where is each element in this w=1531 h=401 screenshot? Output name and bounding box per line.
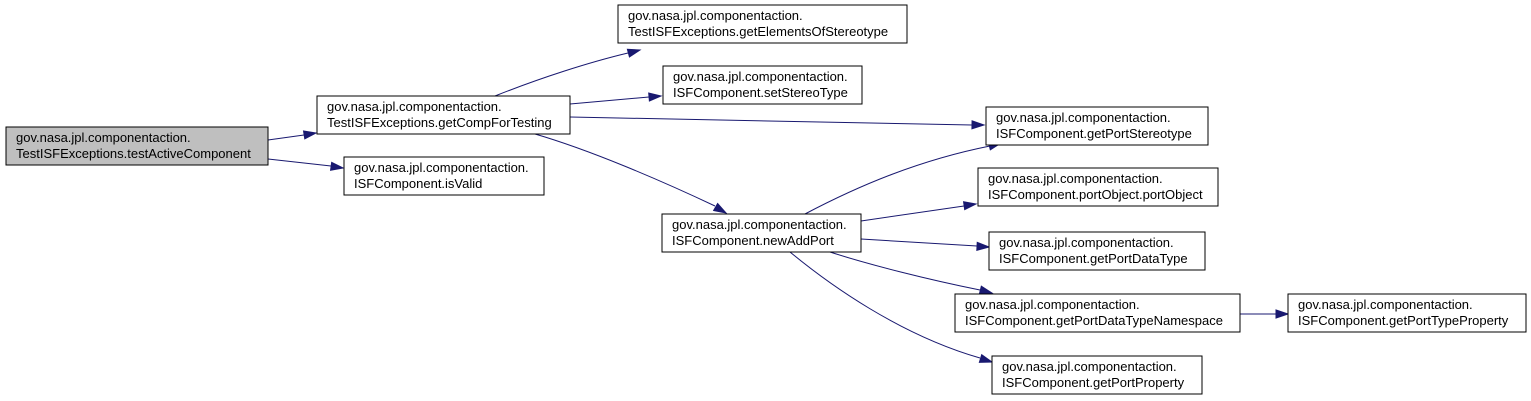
edge-n_root-to-n_isvalid: [267, 158, 345, 171]
edge-line: [829, 251, 981, 291]
node-method-label: ISFComponent.setStereoType: [673, 85, 848, 100]
arrowhead-icon: [648, 92, 663, 102]
node-method-label: ISFComponent.isValid: [354, 176, 482, 191]
node-getportdatatype[interactable]: gov.nasa.jpl.componentaction.ISFComponen…: [988, 231, 1206, 271]
node-box[interactable]: [316, 95, 571, 135]
node-method-label: ISFComponent.getPortDataTypeNamespace: [965, 313, 1223, 328]
node-box[interactable]: [985, 106, 1209, 146]
arrowhead-icon: [962, 201, 978, 211]
edge-line: [569, 96, 650, 105]
node-method-label: ISFComponent.getPortTypeProperty: [1298, 313, 1509, 328]
arrowhead-icon: [978, 285, 994, 295]
edge-n_newaddport-to-n_getportstereo: [804, 141, 1003, 215]
arrowhead-icon: [626, 48, 642, 58]
edge-line: [494, 52, 629, 97]
arrowhead-icon: [971, 120, 986, 130]
node-method-label: ISFComponent.newAddPort: [672, 233, 834, 248]
edge-line: [569, 116, 973, 126]
node-getporttypeprop[interactable]: gov.nasa.jpl.componentaction.ISFComponen…: [1287, 293, 1527, 333]
edge-n_getcomp-to-n_setstereo: [569, 92, 663, 105]
edge-n_getcomp-to-n_newaddport: [534, 133, 728, 214]
arrowhead-icon: [329, 161, 345, 171]
edge-n_getcomp-to-n_getelems: [494, 48, 642, 97]
arrowhead-icon: [1275, 309, 1290, 319]
edge-n_newaddport-to-n_getportdatatype: [860, 238, 991, 252]
edge-n_newaddport-to-n_getportdatans: [829, 251, 994, 295]
node-box[interactable]: [662, 65, 863, 105]
node-setstereo[interactable]: gov.nasa.jpl.componentaction.ISFComponen…: [662, 65, 863, 105]
node-box[interactable]: [617, 4, 908, 44]
edge-n_getportdatans-to-n_getporttypeprop: [1240, 309, 1290, 319]
node-getcomp[interactable]: gov.nasa.jpl.componentaction.TestISFExce…: [316, 95, 571, 135]
node-package-label: gov.nasa.jpl.componentaction.: [673, 69, 848, 84]
node-getportstereo[interactable]: gov.nasa.jpl.componentaction.ISFComponen…: [985, 106, 1209, 146]
node-box[interactable]: [5, 126, 269, 166]
edge-n_newaddport-to-n_portobject: [860, 201, 978, 222]
edge-line: [860, 238, 978, 247]
node-box[interactable]: [977, 167, 1219, 207]
node-newaddport[interactable]: gov.nasa.jpl.componentaction.ISFComponen…: [661, 213, 862, 253]
arrowhead-icon: [978, 353, 994, 363]
node-box[interactable]: [661, 213, 862, 253]
arrowhead-icon: [302, 130, 318, 140]
node-portobject[interactable]: gov.nasa.jpl.componentaction.ISFComponen…: [977, 167, 1219, 207]
node-getportprop[interactable]: gov.nasa.jpl.componentaction.ISFComponen…: [991, 355, 1203, 395]
node-method-label: ISFComponent.getPortDataType: [999, 251, 1188, 266]
node-method-label: ISFComponent.getPortStereotype: [996, 126, 1192, 141]
node-package-label: gov.nasa.jpl.componentaction.: [996, 110, 1171, 125]
node-box[interactable]: [1287, 293, 1527, 333]
node-package-label: gov.nasa.jpl.componentaction.: [965, 297, 1140, 312]
edge-line: [267, 134, 305, 141]
node-getelems[interactable]: gov.nasa.jpl.componentaction.TestISFExce…: [617, 4, 908, 44]
node-box[interactable]: [343, 156, 545, 196]
node-method-label: ISFComponent.portObject.portObject: [988, 187, 1203, 202]
node-package-label: gov.nasa.jpl.componentaction.: [999, 235, 1174, 250]
node-package-label: gov.nasa.jpl.componentaction.: [16, 130, 191, 145]
arrowhead-icon: [712, 202, 728, 214]
node-method-label: TestISFExceptions.getElementsOfStereotyp…: [628, 24, 888, 39]
node-box[interactable]: [988, 231, 1206, 271]
node-package-label: gov.nasa.jpl.componentaction.: [327, 99, 502, 114]
node-method-label: ISFComponent.getPortProperty: [1002, 375, 1185, 390]
node-method-label: TestISFExceptions.testActiveComponent: [16, 146, 251, 161]
node-package-label: gov.nasa.jpl.componentaction.: [672, 217, 847, 232]
arrowhead-icon: [976, 241, 991, 252]
edge-line: [267, 158, 332, 167]
node-package-label: gov.nasa.jpl.componentaction.: [1002, 359, 1177, 374]
node-package-label: gov.nasa.jpl.componentaction.: [628, 8, 803, 23]
node-package-label: gov.nasa.jpl.componentaction.: [1298, 297, 1473, 312]
edge-line: [789, 251, 981, 359]
edge-line: [804, 145, 991, 215]
node-box[interactable]: [991, 355, 1203, 395]
node-getportdatans[interactable]: gov.nasa.jpl.componentaction.ISFComponen…: [954, 293, 1241, 333]
edge-line: [860, 205, 965, 222]
node-box[interactable]: [954, 293, 1241, 333]
edge-n_newaddport-to-n_getportprop: [789, 251, 994, 363]
edge-n_getcomp-to-n_getportstereo: [569, 116, 986, 130]
edge-line: [534, 133, 716, 207]
node-root[interactable]: gov.nasa.jpl.componentaction.TestISFExce…: [5, 126, 269, 166]
edge-n_root-to-n_getcomp: [267, 130, 318, 141]
node-package-label: gov.nasa.jpl.componentaction.: [354, 160, 529, 175]
node-isvalid[interactable]: gov.nasa.jpl.componentaction.ISFComponen…: [343, 156, 545, 196]
node-method-label: TestISFExceptions.getCompForTesting: [327, 115, 552, 130]
node-package-label: gov.nasa.jpl.componentaction.: [988, 171, 1163, 186]
